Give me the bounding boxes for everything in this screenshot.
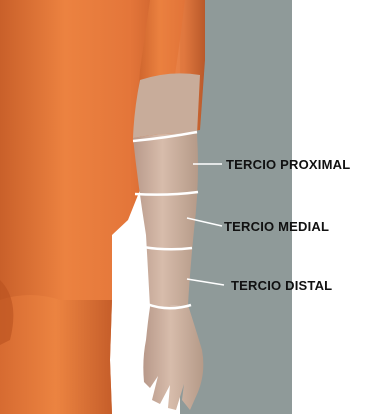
elbow xyxy=(133,73,200,138)
label-tercio-proximal: TERCIO PROXIMAL xyxy=(226,157,350,172)
forearm xyxy=(133,134,198,308)
leg xyxy=(0,295,112,414)
label-tercio-distal: TERCIO DISTAL xyxy=(231,278,332,293)
label-tercio-medial: TERCIO MEDIAL xyxy=(224,219,329,234)
